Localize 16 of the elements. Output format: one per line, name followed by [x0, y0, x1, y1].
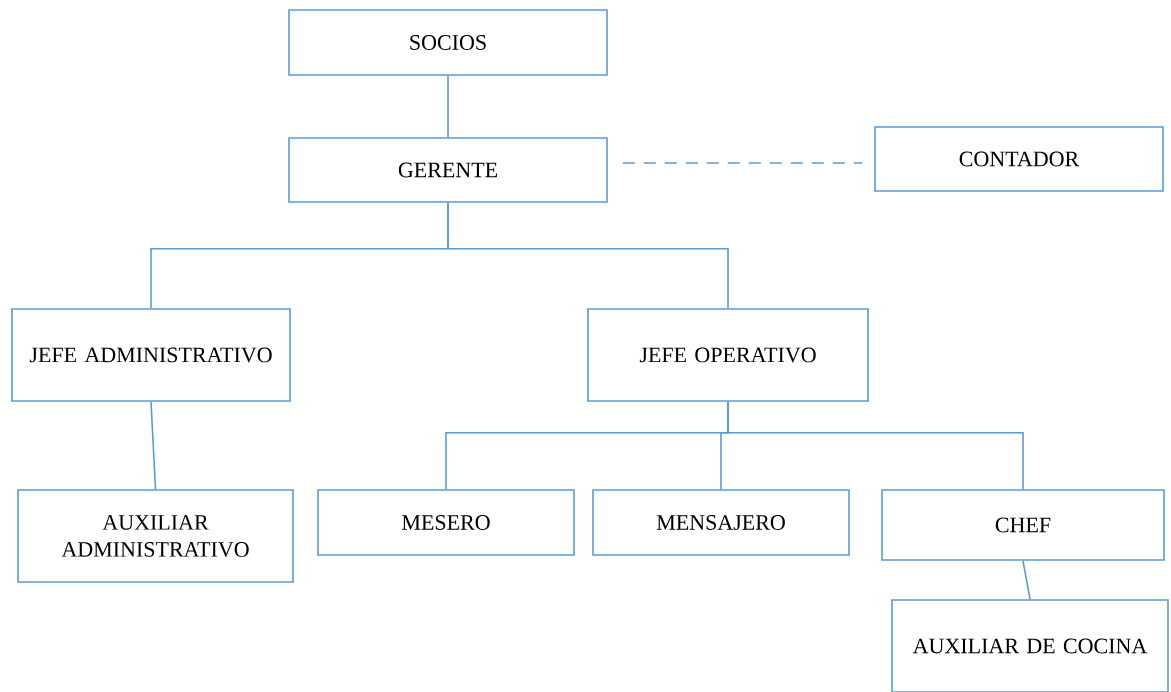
org-box: AUXILIAR ADMINISTRATIVO: [17, 489, 294, 583]
connector: [447, 202, 729, 309]
connector: [447, 75, 449, 138]
connector: [1022, 560, 1031, 600]
connector: [150, 401, 157, 490]
org-box: SOCIOS: [288, 9, 608, 76]
org-box: CHEF: [881, 489, 1165, 561]
org-box: MESERO: [317, 489, 575, 556]
org-box: AUXILIAR DE COCINA: [891, 599, 1169, 692]
connector: [727, 401, 1024, 490]
org-box: JEFE ADMINISTRATIVO: [11, 308, 291, 402]
org-box: GERENTE: [288, 137, 608, 203]
org-box: CONTADOR: [874, 126, 1164, 192]
org-box: JEFE OPERATIVO: [587, 308, 869, 402]
org-box: MENSAJERO: [592, 489, 850, 556]
connector: [622, 162, 863, 164]
